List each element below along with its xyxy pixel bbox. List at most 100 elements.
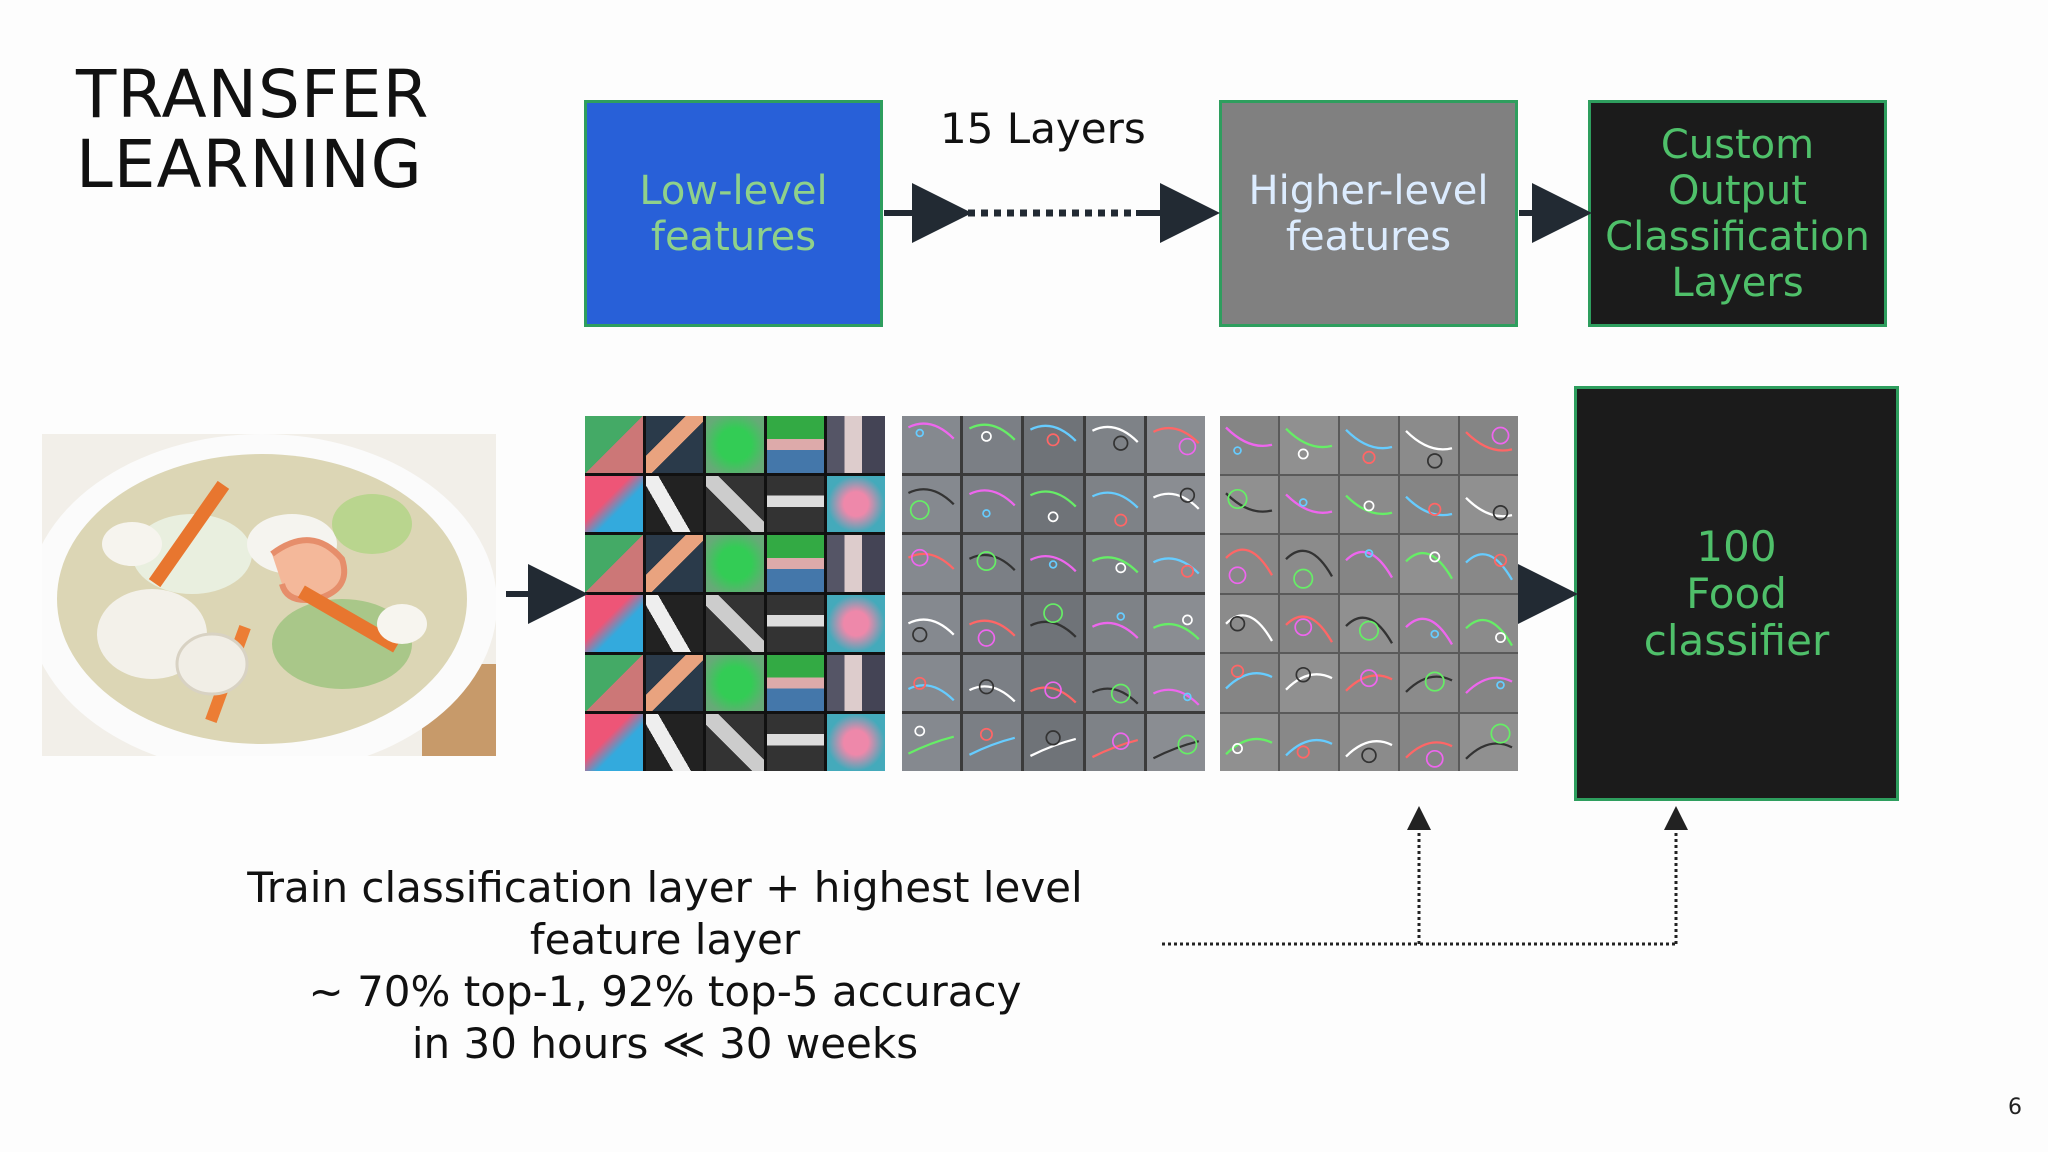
filter-pattern: [1465, 722, 1513, 760]
caption-line-4: in 30 hours ≪ 30 weeks: [411, 1019, 919, 1068]
filter-cell: [1146, 535, 1205, 592]
filter-pattern: [1285, 738, 1333, 759]
filter-cell: [1085, 595, 1144, 652]
custom-output-line-2: Output: [1668, 167, 1807, 214]
filter-cell: [766, 654, 825, 712]
filter-cell: [963, 714, 1022, 771]
filter-pattern: [1225, 613, 1273, 642]
filter-cell: [827, 416, 885, 473]
filter-pattern: [1465, 496, 1513, 521]
filter-pattern: [1091, 612, 1139, 639]
caption-line-3: ~ 70% top-1, 92% top-5 accuracy: [308, 967, 1022, 1016]
filter-pattern: [1225, 426, 1273, 455]
mid-level-filter-grid: [902, 416, 1205, 771]
title-line-1: TRANSFER: [76, 56, 430, 133]
filter-pattern: [907, 549, 955, 571]
filter-cell: [1024, 654, 1083, 712]
filter-cell: [902, 535, 961, 592]
filter-cell: [766, 416, 825, 473]
filter-pattern: [1285, 614, 1333, 643]
filter-cell: [1024, 535, 1083, 592]
custom-output-layers-box: Custom Output Classification Layers: [1588, 100, 1887, 327]
filter-cell: [1340, 654, 1398, 712]
filter-cell: [585, 475, 643, 533]
filter-cell: [585, 416, 643, 473]
filter-pattern: [907, 487, 955, 520]
filter-cell: [706, 714, 764, 771]
filter-pattern: [1225, 737, 1273, 755]
filter-pattern: [1345, 669, 1393, 692]
filter-pattern: [1152, 688, 1200, 706]
filter-pattern: [1152, 487, 1200, 510]
filter-cell: [1400, 654, 1458, 712]
filter-pattern: [1465, 426, 1513, 452]
filter-cell: [1220, 713, 1278, 771]
filter-pattern: [969, 728, 1016, 757]
filter-cell: [1085, 475, 1144, 533]
filter-cell: [766, 475, 825, 533]
filter-cell: [827, 654, 885, 712]
filter-cell: [1220, 416, 1278, 474]
layers-count-label: 15 Layers: [940, 104, 1146, 153]
filter-cell: [645, 475, 704, 533]
filter-pattern: [1091, 556, 1139, 574]
filter-pattern: [1345, 428, 1393, 465]
custom-output-line-1: Custom: [1660, 121, 1815, 168]
custom-output-line-3: Classification: [1605, 213, 1870, 260]
filter-cell: [585, 535, 643, 592]
filter-pattern: [907, 618, 955, 643]
filter-pattern: [1091, 683, 1139, 705]
filter-pattern: [1030, 424, 1077, 447]
filter-cell: [1400, 475, 1458, 533]
filter-pattern: [1465, 618, 1513, 646]
filter-cell: [902, 595, 961, 652]
filter-pattern: [1030, 555, 1077, 573]
filter-pattern: [1152, 427, 1200, 456]
filter-pattern: [1345, 494, 1393, 515]
filter-cell: [1220, 594, 1278, 652]
filter-cell: [1220, 654, 1278, 712]
caption-line-2: feature layer: [529, 915, 801, 964]
training-feedback-connector: [1162, 806, 1688, 946]
page-number: 6: [2008, 1095, 2022, 1120]
filter-cell: [1340, 416, 1398, 474]
filter-cell: [645, 654, 704, 712]
caption-line-1: Train classification layer + highest lev…: [247, 863, 1083, 912]
filter-cell: [1400, 535, 1458, 593]
filter-cell: [902, 416, 961, 473]
filter-cell: [706, 475, 764, 533]
filter-pattern: [1345, 549, 1393, 579]
filter-cell: [706, 535, 764, 592]
food-classifier-line-3: classifier: [1643, 616, 1830, 665]
filter-cell: [963, 475, 1022, 533]
filter-pattern: [1030, 681, 1077, 704]
filter-cell: [1340, 713, 1398, 771]
filter-cell: [1280, 713, 1338, 771]
filter-pattern: [1405, 617, 1453, 645]
filter-cell: [585, 595, 643, 652]
filter-pattern: [1030, 730, 1077, 758]
filter-cell: [585, 714, 643, 771]
filter-cell: [827, 595, 885, 652]
filter-pattern: [1465, 676, 1513, 694]
filter-pattern: [1405, 551, 1453, 580]
filter-cell: [827, 535, 885, 592]
filter-cell: [1340, 594, 1398, 652]
filter-cell: [766, 714, 825, 771]
filter-pattern: [907, 725, 955, 756]
filter-cell: [963, 535, 1022, 592]
filter-pattern: [1285, 427, 1333, 460]
filter-cell: [645, 714, 704, 771]
filter-pattern: [969, 551, 1016, 572]
filter-cell: [1280, 594, 1338, 652]
filter-cell: [1280, 475, 1338, 533]
filter-cell: [766, 595, 825, 652]
filter-cell: [585, 654, 643, 712]
filter-cell: [645, 595, 704, 652]
low-level-filter-grid: [585, 416, 885, 771]
filter-cell: [1146, 416, 1205, 473]
higher-level-line-2: features: [1285, 213, 1452, 260]
training-summary-caption: Train classification layer + highest lev…: [200, 862, 1130, 1070]
